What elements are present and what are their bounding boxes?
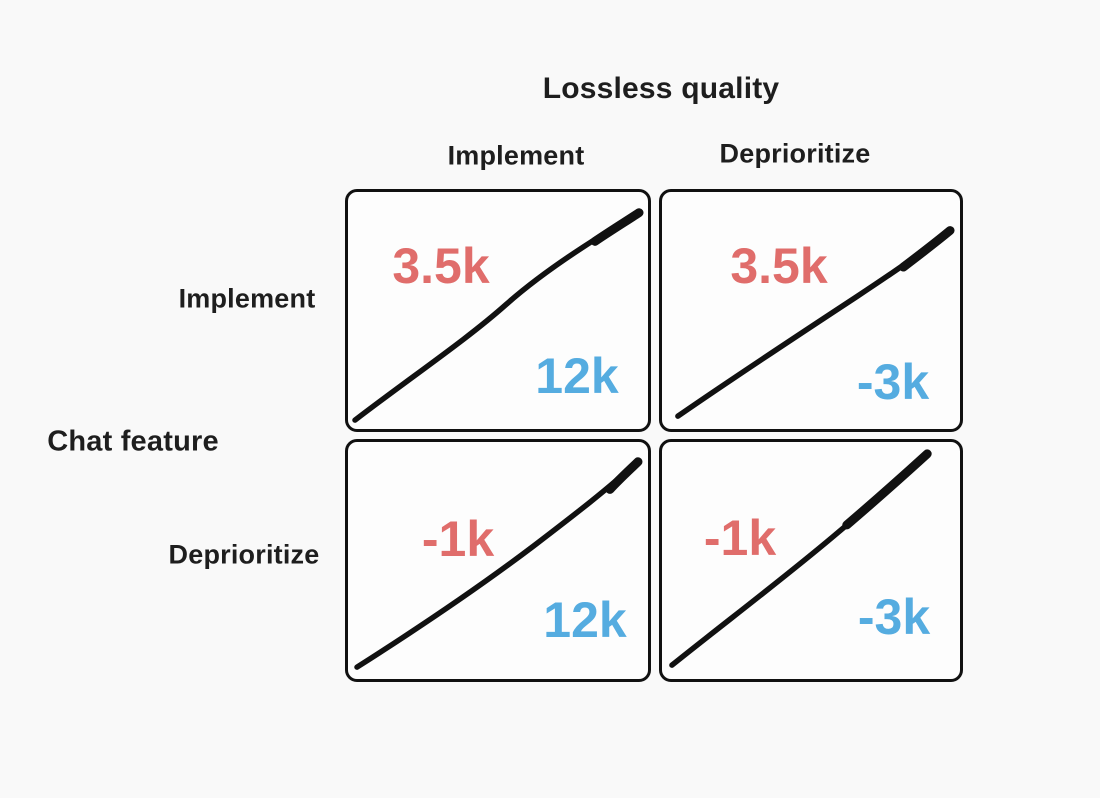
row-player-payoff: -1k bbox=[421, 511, 495, 567]
row-player-payoff: 3.5k bbox=[730, 238, 828, 294]
hand-drawn-diagonal-line bbox=[669, 449, 932, 668]
column-header-deprioritize: Deprioritize bbox=[719, 138, 871, 169]
matrix-grid: 3.5k 12k 3.5k -3k -1k 12k -1k bbox=[345, 189, 963, 682]
row-player-payoff: 3.5k bbox=[392, 238, 490, 294]
hand-drawn-diagonal-line bbox=[352, 208, 644, 423]
row-header-deprioritize: Deprioritize bbox=[168, 539, 320, 570]
row-player-payoff: -1k bbox=[703, 510, 777, 566]
cell-implement-implement: 3.5k 12k bbox=[345, 189, 651, 432]
column-player-payoff: 12k bbox=[543, 592, 627, 648]
cell-deprioritize-deprioritize: -1k -3k bbox=[659, 439, 963, 682]
cell-implement-deprioritize: 3.5k -3k bbox=[659, 189, 963, 432]
column-header-implement: Implement bbox=[447, 140, 585, 171]
row-axis-title: Chat feature bbox=[47, 425, 219, 458]
row-header-implement: Implement bbox=[178, 283, 316, 314]
hand-drawn-diagonal-line bbox=[354, 457, 643, 670]
column-axis-title: Lossless quality bbox=[542, 72, 780, 105]
hand-drawn-diagonal-line bbox=[675, 226, 955, 419]
column-player-payoff: 12k bbox=[535, 348, 619, 404]
column-player-payoff: -3k bbox=[856, 354, 930, 410]
cell-deprioritize-implement: -1k 12k bbox=[345, 439, 651, 682]
column-player-payoff: -3k bbox=[857, 589, 931, 645]
